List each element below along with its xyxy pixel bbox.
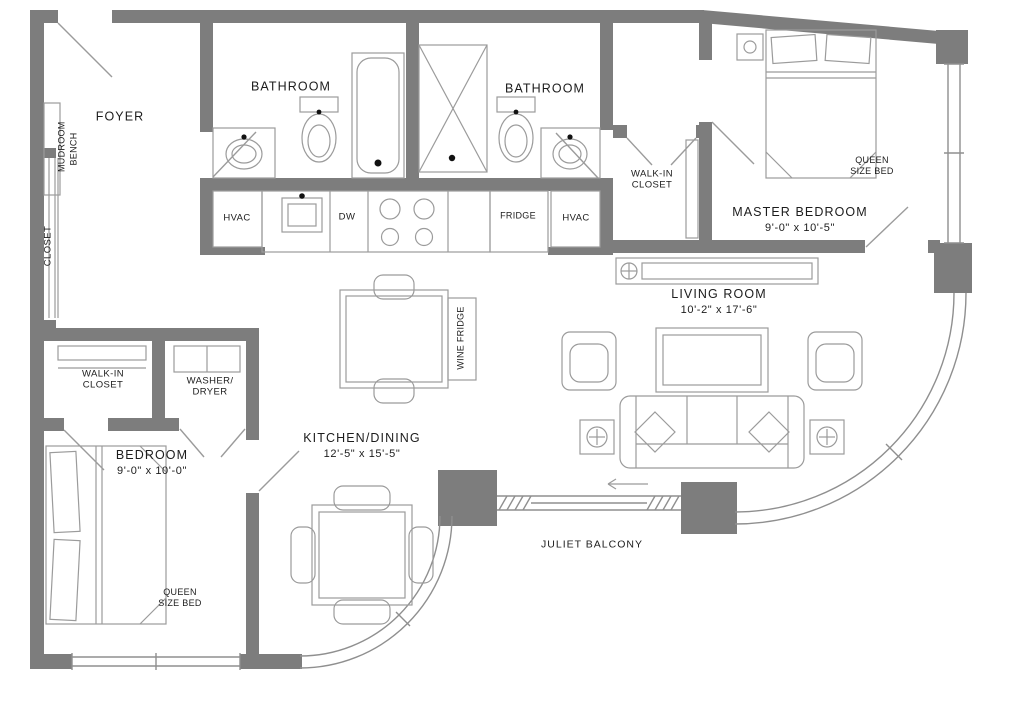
pillow — [49, 450, 81, 534]
coffee-table — [655, 327, 769, 393]
vanity-sink — [212, 127, 276, 179]
walkin-left-shelf — [57, 345, 147, 361]
island-table — [339, 289, 449, 389]
side-table-right — [809, 419, 845, 455]
nightstand — [736, 33, 764, 61]
burner — [379, 198, 401, 220]
throw-pillow — [748, 411, 790, 453]
burner — [413, 198, 435, 220]
dining-chair — [408, 526, 434, 584]
bathroom-left-fixtures — [212, 52, 405, 179]
living-room-furniture — [561, 257, 863, 490]
kitchen-fixtures — [212, 190, 601, 253]
queen-bed — [765, 29, 877, 179]
room-dimensions: 12'-5" x 15'-5" — [323, 447, 401, 460]
island-chair — [373, 378, 415, 404]
label-kitchen-dining: KITCHEN/DINING 12'-5" x 15'-5" — [303, 431, 421, 461]
media-console — [615, 257, 819, 285]
kitchen-dining-furniture — [290, 274, 477, 625]
label-washer-dryer: WASHER/ DRYER — [187, 376, 234, 399]
dining-table — [311, 504, 413, 606]
hvac-right-box — [550, 190, 601, 248]
label-queen-bed-master: QUEEN SIZE BED — [850, 155, 894, 176]
pillow — [824, 33, 872, 65]
armchair-right — [807, 331, 863, 391]
armchair-left — [561, 331, 617, 391]
closet-fixtures — [43, 102, 699, 373]
label-dishwasher: DW — [338, 211, 356, 223]
throw-pillow — [634, 411, 676, 453]
side-table-left — [579, 419, 615, 455]
master-bedroom-furniture — [736, 29, 877, 179]
label-master-bedroom: MASTER BEDROOM 9'-0" x 10'-5" — [732, 205, 868, 235]
bathtub — [351, 52, 405, 179]
label-walk-in-closet-top: WALK-IN CLOSET — [630, 168, 674, 191]
vanity-sink — [540, 127, 601, 179]
label-living-room: LIVING ROOM 10'-2" x 17'-6" — [671, 287, 766, 317]
dining-chair — [290, 526, 316, 584]
label-bathroom-left: BATHROOM — [250, 79, 332, 94]
label-queen-bed-bedroom: QUEEN SIZE BED — [158, 587, 202, 608]
room-dimensions: 10'-2" x 17'-6" — [680, 303, 758, 316]
burner — [414, 227, 434, 247]
doors — [57, 22, 909, 492]
bathroom-right-fixtures — [418, 44, 601, 179]
walls — [30, 10, 972, 669]
windows — [71, 63, 967, 670]
label-closet: CLOSET — [42, 225, 54, 267]
wine-fridge-box — [447, 297, 477, 381]
pillow — [770, 33, 818, 65]
room-name: BEDROOM — [115, 447, 189, 462]
burner — [380, 227, 400, 247]
shower — [418, 44, 488, 173]
room-name: KITCHEN/DINING — [303, 430, 421, 445]
label-bedroom: BEDROOM 9'-0" x 10'-0" — [116, 448, 188, 478]
sofa — [619, 395, 805, 469]
walkin-top-shelf — [685, 139, 699, 239]
room-dimensions: 9'-0" x 10'-0" — [117, 464, 187, 477]
room-name: MASTER BEDROOM — [732, 204, 868, 219]
label-foyer: FOYER — [95, 109, 145, 124]
room-name: LIVING ROOM — [671, 286, 767, 301]
washer-line: WASHER/ — [186, 375, 234, 387]
label-hvac-left: HVAC — [223, 212, 251, 224]
label-bathroom-right: BATHROOM — [504, 81, 586, 96]
bedroom-furniture — [45, 445, 167, 625]
label-wine-fridge: WINE FRIDGE — [455, 306, 466, 370]
dryer-line: DRYER — [192, 387, 228, 398]
label-fridge: FRIDGE — [500, 210, 536, 221]
label-hvac-right: HVAC — [562, 212, 590, 224]
pillow — [49, 538, 81, 622]
queen-bed — [45, 445, 167, 625]
label-walk-in-closet-left: WALK-IN CLOSET — [81, 368, 125, 391]
island-chair — [373, 274, 415, 300]
room-dimensions: 9'-0" x 10'-5" — [765, 221, 835, 234]
mudroom-bench-seat — [43, 102, 61, 196]
fridge-box — [489, 190, 549, 253]
label-mudroom-bench: MUDROOM BENCH — [56, 121, 78, 172]
dining-chair — [333, 599, 391, 625]
label-juliet-balcony: JULIET BALCONY — [541, 538, 643, 551]
kitchen-counter — [261, 190, 491, 253]
dining-chair — [333, 485, 391, 511]
